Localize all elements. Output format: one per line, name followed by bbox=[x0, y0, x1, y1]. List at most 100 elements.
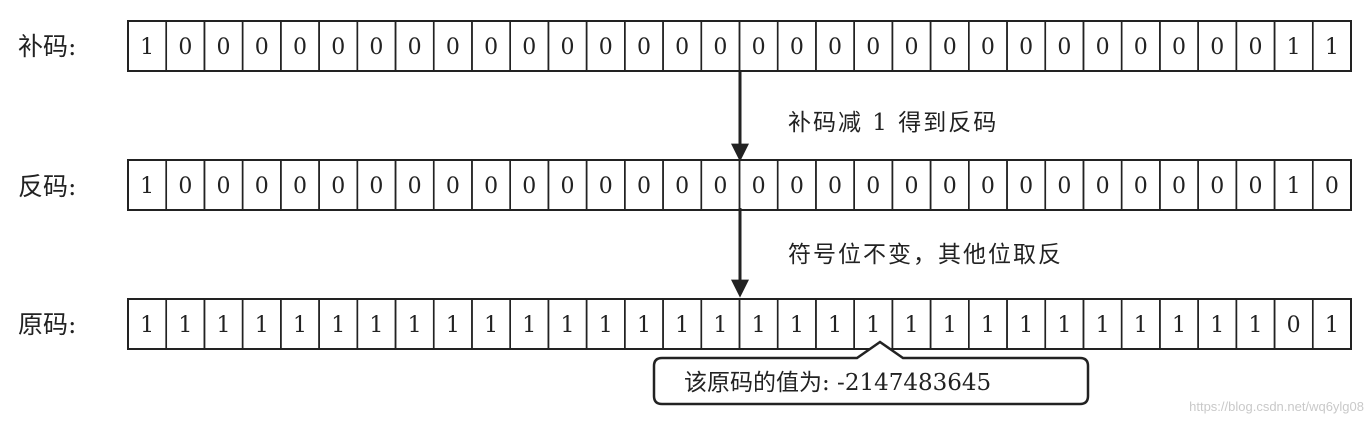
bit-value: 1 bbox=[293, 313, 307, 338]
bit-value: 1 bbox=[713, 313, 727, 338]
bit-value: 0 bbox=[369, 174, 383, 199]
bit-value: 1 bbox=[1325, 35, 1339, 60]
bit-value: 0 bbox=[1057, 174, 1071, 199]
bit-value: 1 bbox=[1019, 313, 1033, 338]
bit-value: 0 bbox=[1325, 174, 1339, 199]
bit-value: 0 bbox=[752, 174, 766, 199]
bit-cell bbox=[1311, 298, 1352, 350]
bit-value: 1 bbox=[255, 313, 269, 338]
bit-cell bbox=[1311, 20, 1352, 72]
bit-value: 1 bbox=[1287, 174, 1301, 199]
bit-value: 1 bbox=[943, 313, 957, 338]
bit-value: 1 bbox=[1134, 313, 1148, 338]
row-label-sign-magnitude: 原码: bbox=[18, 310, 76, 339]
bit-value: 1 bbox=[217, 313, 231, 338]
bit-value: 1 bbox=[1172, 313, 1186, 338]
value-callout-text: 该原码的值为: -2147483645 bbox=[684, 370, 991, 396]
bit-value: 0 bbox=[522, 174, 536, 199]
bit-value: 1 bbox=[828, 313, 842, 338]
bit-value: 0 bbox=[561, 174, 575, 199]
bit-value: 0 bbox=[217, 174, 231, 199]
bit-value: 0 bbox=[446, 35, 460, 60]
bit-value: 0 bbox=[408, 35, 422, 60]
bit-value: 0 bbox=[446, 174, 460, 199]
bit-value: 0 bbox=[637, 35, 651, 60]
bit-value: 0 bbox=[1172, 35, 1186, 60]
bit-cell bbox=[1311, 159, 1352, 211]
bit-value: 0 bbox=[178, 174, 192, 199]
bit-value: 0 bbox=[828, 174, 842, 199]
bit-value: 0 bbox=[1096, 174, 1110, 199]
bit-value: 1 bbox=[140, 313, 154, 338]
row-label-ones-complement: 反码: bbox=[18, 172, 76, 201]
bit-value: 1 bbox=[522, 313, 536, 338]
bit-value: 0 bbox=[1057, 35, 1071, 60]
bit-value: 0 bbox=[293, 174, 307, 199]
bit-value: 0 bbox=[943, 174, 957, 199]
bit-value: 1 bbox=[369, 313, 383, 338]
step-label-subtract-one: 补码减 1 得到反码 bbox=[788, 110, 998, 136]
bit-value: 1 bbox=[637, 313, 651, 338]
bit-value: 0 bbox=[1096, 35, 1110, 60]
bit-value: 0 bbox=[1019, 35, 1033, 60]
bit-value: 0 bbox=[866, 174, 880, 199]
bit-value: 1 bbox=[446, 313, 460, 338]
bit-value: 1 bbox=[866, 313, 880, 338]
bit-value: 1 bbox=[1210, 313, 1224, 338]
bit-value: 0 bbox=[522, 35, 536, 60]
bit-value: 1 bbox=[790, 313, 804, 338]
step-label-invert-bits: 符号位不变，其他位取反 bbox=[788, 242, 1063, 268]
bit-value: 0 bbox=[599, 35, 613, 60]
bit-value: 0 bbox=[1172, 174, 1186, 199]
bit-value: 0 bbox=[369, 35, 383, 60]
bit-value: 0 bbox=[713, 174, 727, 199]
bit-value: 0 bbox=[675, 174, 689, 199]
bit-value: 1 bbox=[1287, 35, 1301, 60]
bit-value: 0 bbox=[904, 174, 918, 199]
bit-value: 0 bbox=[1134, 35, 1148, 60]
bit-value: 0 bbox=[1210, 174, 1224, 199]
bit-value: 0 bbox=[675, 35, 689, 60]
value-callout-bubble bbox=[652, 340, 1090, 406]
bit-value: 0 bbox=[331, 35, 345, 60]
bit-value: 1 bbox=[178, 313, 192, 338]
bit-value: 1 bbox=[675, 313, 689, 338]
bit-value: 1 bbox=[981, 313, 995, 338]
bit-value: 0 bbox=[255, 174, 269, 199]
bit-value: 0 bbox=[1287, 313, 1301, 338]
bit-value: 0 bbox=[790, 35, 804, 60]
bit-value: 1 bbox=[484, 313, 498, 338]
bit-value: 1 bbox=[1325, 313, 1339, 338]
bit-value: 0 bbox=[637, 174, 651, 199]
bit-value: 0 bbox=[293, 35, 307, 60]
bit-value: 1 bbox=[140, 174, 154, 199]
bit-value: 1 bbox=[904, 313, 918, 338]
bit-value: 1 bbox=[331, 313, 345, 338]
bit-value: 0 bbox=[790, 174, 804, 199]
bit-value: 1 bbox=[408, 313, 422, 338]
bit-value: 1 bbox=[1096, 313, 1110, 338]
bit-value: 0 bbox=[752, 35, 766, 60]
bit-value: 0 bbox=[1210, 35, 1224, 60]
watermark: https://blog.csdn.net/wq6ylg08 bbox=[1189, 399, 1364, 414]
bit-value: 0 bbox=[904, 35, 918, 60]
row-label-complement: 补码: bbox=[18, 32, 76, 61]
bit-value: 0 bbox=[1248, 174, 1262, 199]
bit-value: 0 bbox=[178, 35, 192, 60]
bit-value: 0 bbox=[981, 35, 995, 60]
bit-value: 0 bbox=[331, 174, 345, 199]
bit-value: 0 bbox=[408, 174, 422, 199]
bit-value: 0 bbox=[981, 174, 995, 199]
bit-value: 1 bbox=[561, 313, 575, 338]
bit-value: 0 bbox=[828, 35, 842, 60]
bit-value: 1 bbox=[1057, 313, 1071, 338]
bit-value: 0 bbox=[866, 35, 880, 60]
bit-value: 0 bbox=[484, 35, 498, 60]
bit-value: 0 bbox=[561, 35, 575, 60]
bit-value: 1 bbox=[752, 313, 766, 338]
bit-value: 0 bbox=[943, 35, 957, 60]
